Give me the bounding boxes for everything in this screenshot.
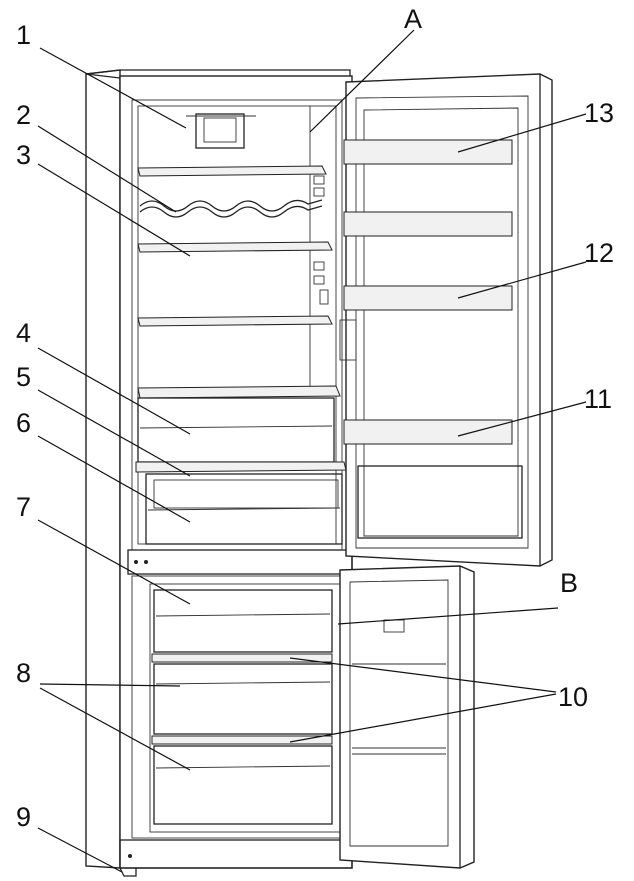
callout-10: 10: [558, 682, 588, 712]
callout-3: 3: [16, 140, 31, 170]
callout-12: 12: [584, 238, 614, 268]
callout-B: B: [560, 568, 578, 598]
callout-13: 13: [584, 98, 614, 128]
callout-1: 1: [16, 20, 31, 50]
callout-11: 11: [584, 384, 612, 414]
fan-unit: [186, 113, 256, 149]
upper-door: [339, 73, 553, 567]
cabinet: [85, 69, 353, 877]
wine-rack: [137, 165, 327, 218]
callout-7: 7: [16, 492, 31, 522]
glass-shelves: [137, 241, 341, 399]
callout-6: 6: [16, 408, 31, 438]
callout-8: 8: [16, 658, 31, 688]
callout-labels: 1 2 3 4 5 6 7 8 9 A B 13 12 11 10: [16, 4, 614, 832]
callout-9: 9: [16, 802, 31, 832]
callout-A: A: [404, 4, 422, 34]
callout-5: 5: [16, 362, 31, 392]
lower-door: [339, 565, 475, 869]
chiller-drawer: [145, 473, 343, 545]
freezer-drawers: [151, 589, 333, 825]
callout-4: 4: [16, 318, 31, 348]
callout-2: 2: [16, 100, 31, 130]
leader-lines: [37, 29, 587, 873]
shelf-supports: [313, 175, 329, 305]
